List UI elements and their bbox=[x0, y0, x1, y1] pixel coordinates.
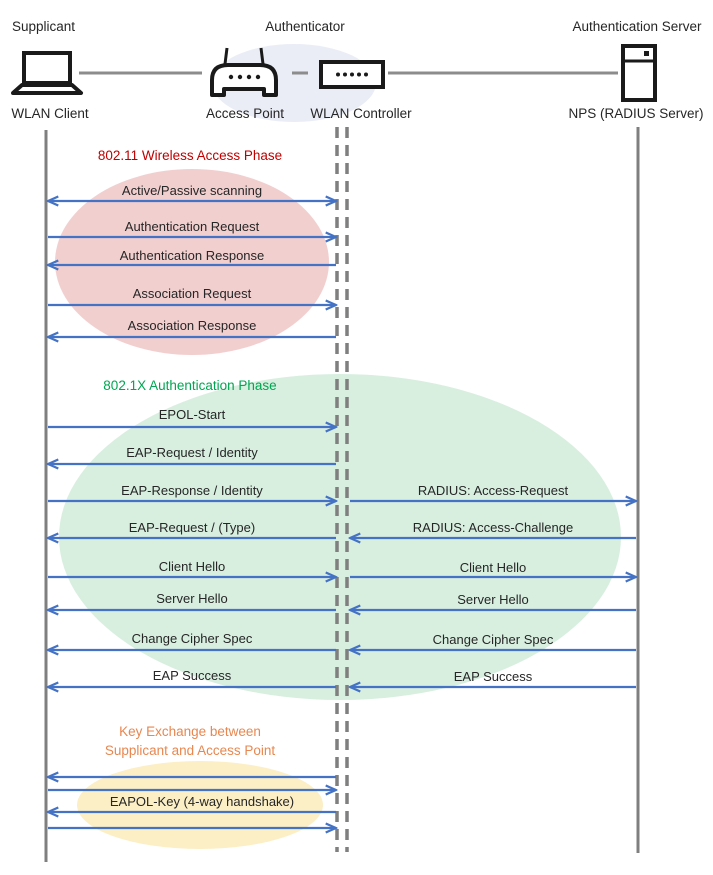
message-label-eap-success-right: EAP Success bbox=[453, 669, 533, 684]
message-label-eap-request-type: EAP-Request / (Type) bbox=[128, 520, 256, 535]
message-label-authentication-response: Authentication Response bbox=[119, 248, 265, 263]
phase-wireless-title: 802.11 Wireless Access Phase bbox=[97, 148, 283, 163]
role-authenticator-label: Authenticator bbox=[265, 19, 345, 34]
access-point-icon bbox=[210, 47, 278, 97]
phase-wireless-ellipse bbox=[55, 169, 329, 355]
message-label-eapol-key: EAPOL-Key (4-way handshake) bbox=[109, 794, 295, 809]
phase-dot1x-title: 802.1X Authentication Phase bbox=[103, 378, 277, 393]
laptop-icon bbox=[11, 51, 83, 95]
message-label-epol-start: EPOL-Start bbox=[158, 407, 226, 422]
message-label-change-cipher-spec-right: Change Cipher Spec bbox=[432, 632, 554, 647]
message-label-radius-access-request: RADIUS: Access-Request bbox=[417, 483, 569, 498]
role-supplicant-label: Supplicant bbox=[12, 19, 76, 34]
message-arrows-right bbox=[350, 501, 636, 687]
role-authentication-server-label: Authentication Server bbox=[572, 19, 702, 34]
message-label-scanning: Active/Passive scanning bbox=[121, 183, 263, 198]
message-label-association-request: Association Request bbox=[132, 286, 252, 301]
device-access-point-label: Access Point bbox=[205, 106, 285, 121]
wlan-controller-icon bbox=[319, 60, 385, 89]
message-label-client-hello-left: Client Hello bbox=[158, 559, 226, 574]
message-label-server-hello-left: Server Hello bbox=[156, 591, 228, 606]
device-nps-label: NPS (RADIUS Server) bbox=[568, 106, 704, 121]
device-wlan-controller-label: WLAN Controller bbox=[310, 106, 412, 121]
server-icon bbox=[621, 44, 657, 102]
message-label-eap-request-identity: EAP-Request / Identity bbox=[126, 445, 258, 460]
message-label-eap-response-identity: EAP-Response / Identity bbox=[121, 483, 263, 498]
phase-dot1x-ellipse bbox=[59, 374, 621, 700]
message-label-server-hello-right: Server Hello bbox=[457, 592, 529, 607]
message-label-authentication-request: Authentication Request bbox=[124, 219, 260, 234]
message-label-client-hello-right: Client Hello bbox=[459, 560, 527, 575]
message-label-change-cipher-spec-left: Change Cipher Spec bbox=[131, 631, 253, 646]
device-wlan-client-label: WLAN Client bbox=[11, 106, 89, 121]
phase-key-exchange-title-line1: Key Exchange between bbox=[119, 724, 261, 739]
phase-key-exchange-title-line2: Supplicant and Access Point bbox=[104, 743, 276, 758]
message-label-association-response: Association Response bbox=[127, 318, 257, 333]
message-arrows-left bbox=[48, 201, 336, 828]
message-label-radius-access-challenge: RADIUS: Access-Challenge bbox=[412, 520, 574, 535]
message-label-eap-success-left: EAP Success bbox=[152, 668, 232, 683]
